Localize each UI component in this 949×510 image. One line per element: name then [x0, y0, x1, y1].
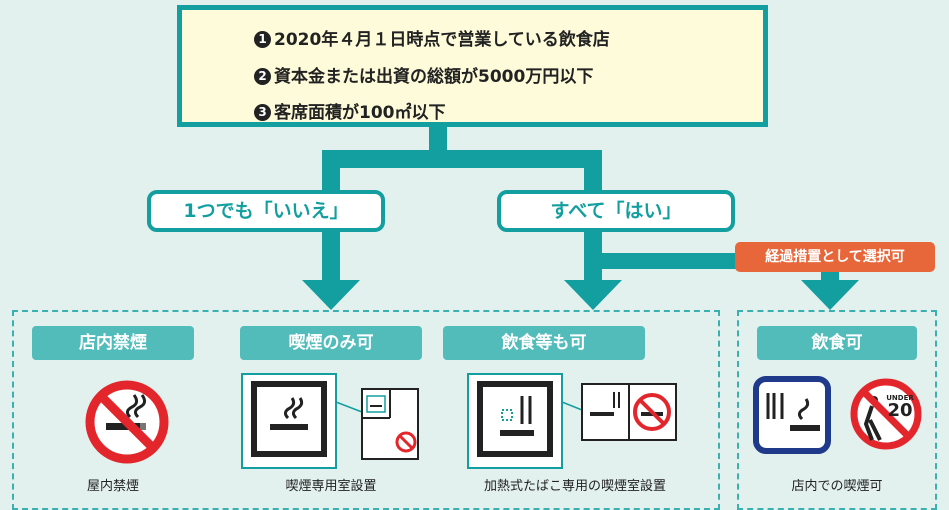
- smoking-allowed-icon: [753, 376, 831, 454]
- smoking-room-icon: [241, 373, 419, 469]
- branch-no: 1つでも「いいえ」: [147, 190, 385, 232]
- caption-eat-and-smoke: 店内での喫煙可: [791, 479, 883, 494]
- caption-eating-allowed: 加熱式たばこ専用の喫煙室設置: [483, 479, 666, 494]
- category-smoking-only: 喫煙のみ可: [240, 326, 422, 360]
- under-20-label: UNDER 20: [886, 394, 914, 421]
- no-smoking-icon: [85, 380, 169, 464]
- heated-tobacco-room-icon: [467, 373, 677, 469]
- caption-smoking-only: 喫煙専用室設置: [285, 479, 377, 494]
- caption-no-smoking: 屋内禁煙: [86, 479, 139, 494]
- category-eat-and-smoke: 飲食可: [757, 326, 917, 360]
- category-no-smoking: 店内禁煙: [32, 326, 194, 360]
- branch-yes: すべて「はい」: [497, 190, 735, 232]
- under-20-prohibited-icon: [850, 378, 922, 450]
- category-eating-allowed: 飲食等も可: [443, 326, 645, 360]
- transitional-badge: 経過措置として選択可: [735, 242, 935, 272]
